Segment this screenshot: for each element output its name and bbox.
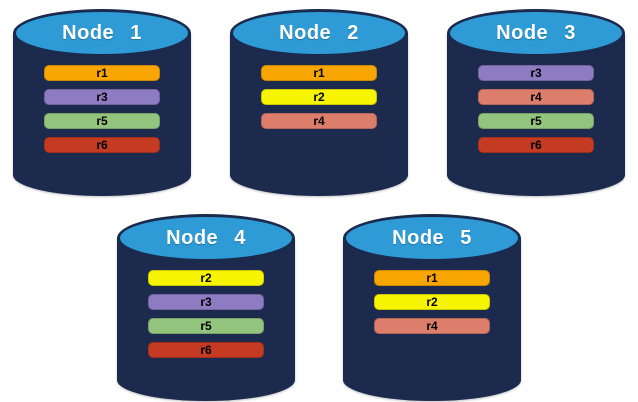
replica-bar-r6: r6 <box>478 137 594 153</box>
replica-list: r2 r3 r5 r6 <box>148 270 264 358</box>
replica-list: r1 r2 r4 <box>374 270 490 334</box>
node-label: Node 3 <box>496 21 576 44</box>
db-node-node-5: Node 5 r1 r2 r4 <box>343 214 521 401</box>
replica-bar-r4: r4 <box>478 89 594 105</box>
replica-bar-r1: r1 <box>261 65 377 81</box>
replica-list: r1 r3 r5 r6 <box>44 65 160 153</box>
replica-bar-r6: r6 <box>148 342 264 358</box>
db-node-node-4: Node 4 r2 r3 r5 r6 <box>117 214 295 401</box>
replica-bar-r5: r5 <box>478 113 594 129</box>
db-cylinder-top: Node 5 <box>343 214 521 262</box>
replica-bar-r4: r4 <box>261 113 377 129</box>
replica-list: r3 r4 r5 r6 <box>478 65 594 153</box>
node-row-2: Node 4 r2 r3 r5 r6 Node 5 r1 r2 r4 <box>0 214 638 401</box>
db-cylinder-top: Node 3 <box>447 9 625 57</box>
replica-bar-r1: r1 <box>44 65 160 81</box>
replica-bar-r3: r3 <box>44 89 160 105</box>
replica-list: r1 r2 r4 <box>261 65 377 129</box>
db-node-node-3: Node 3 r3 r4 r5 r6 <box>447 9 625 196</box>
db-cylinder-top: Node 1 <box>13 9 191 57</box>
replica-bar-r3: r3 <box>478 65 594 81</box>
replica-bar-r1: r1 <box>374 270 490 286</box>
replica-bar-r2: r2 <box>148 270 264 286</box>
db-cylinder-top: Node 4 <box>117 214 295 262</box>
node-label: Node 4 <box>166 226 246 249</box>
replica-bar-r6: r6 <box>44 137 160 153</box>
replica-bar-r3: r3 <box>148 294 264 310</box>
replica-bar-r5: r5 <box>44 113 160 129</box>
node-label: Node 1 <box>62 21 142 44</box>
node-label: Node 5 <box>392 226 472 249</box>
node-label: Node 2 <box>279 21 359 44</box>
replica-bar-r2: r2 <box>261 89 377 105</box>
db-node-node-1: Node 1 r1 r3 r5 r6 <box>13 9 191 196</box>
db-cylinder-top: Node 2 <box>230 9 408 57</box>
replica-bar-r4: r4 <box>374 318 490 334</box>
replica-bar-r5: r5 <box>148 318 264 334</box>
db-node-node-2: Node 2 r1 r2 r4 <box>230 9 408 196</box>
replica-bar-r2: r2 <box>374 294 490 310</box>
